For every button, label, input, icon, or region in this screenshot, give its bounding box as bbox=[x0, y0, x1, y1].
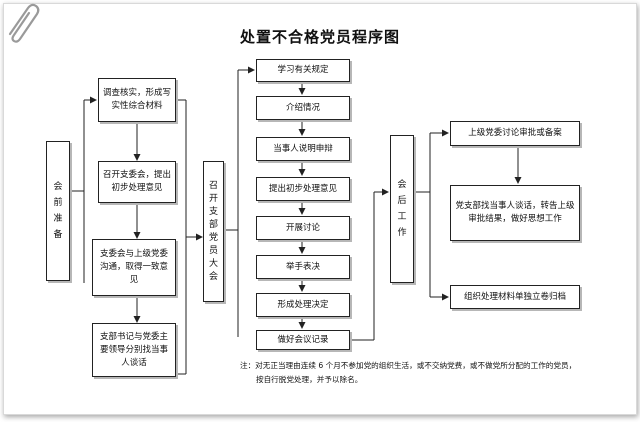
meeting-step-7: 形成处理决定 bbox=[256, 293, 350, 317]
meeting-step-6: 举手表决 bbox=[256, 255, 350, 279]
pre-meeting-char: 会 bbox=[53, 182, 63, 192]
post-step-3: 组织处理材料单独立卷归档 bbox=[450, 285, 580, 309]
pre-meeting-label: 会 前 准 备 bbox=[46, 141, 70, 281]
meeting-label-char: 支 bbox=[208, 206, 218, 217]
pre-step-1: 调查核实，形成写实性综合材料 bbox=[98, 78, 176, 122]
post-meeting-char: 会 bbox=[397, 180, 407, 190]
meeting-step-1: 学习有关规定 bbox=[256, 59, 350, 82]
pre-meeting-char: 前 bbox=[53, 198, 63, 208]
meeting-label-char: 员 bbox=[208, 245, 218, 256]
paperclip-icon bbox=[8, 3, 40, 43]
meeting-label: 召 开 支 部 党 员 大 会 bbox=[203, 161, 224, 302]
meeting-step-4: 提出初步处理意见 bbox=[256, 177, 350, 201]
meeting-step-5: 开展讨论 bbox=[256, 216, 350, 240]
post-meeting-char: 作 bbox=[397, 228, 407, 238]
post-step-2: 党支部找当事人谈话，转告上级审批结果，做好思想工作 bbox=[450, 185, 580, 241]
pre-step-2: 召开支委会，提出初步处理意见 bbox=[98, 161, 176, 203]
meeting-label-char: 大 bbox=[208, 258, 218, 269]
pre-meeting-char: 准 bbox=[53, 214, 63, 224]
post-meeting-char: 工 bbox=[397, 212, 407, 222]
pre-step-4: 支部书记与党委主要领导分别找当事人谈话 bbox=[92, 323, 176, 377]
meeting-step-2: 介绍情况 bbox=[256, 96, 350, 120]
post-meeting-label: 会 后 工 作 bbox=[390, 135, 414, 283]
meeting-step-8: 做好会议记录 bbox=[256, 330, 350, 350]
meeting-label-char: 部 bbox=[208, 219, 218, 230]
pre-meeting-char: 备 bbox=[53, 230, 63, 240]
footnote-line-2: 按自行脱党处理，并予以除名。 bbox=[256, 375, 363, 384]
pre-step-3: 支委会与上级党委沟通，取得一致意见 bbox=[92, 239, 176, 296]
meeting-label-char: 会 bbox=[208, 271, 218, 282]
post-step-1: 上级党委讨论审批或备案 bbox=[450, 121, 580, 146]
footnote-line-1: 注：对无正当理由连续 6 个月不参加党的组织生活，或不交纳党费，或不做党所分配的… bbox=[240, 361, 577, 370]
footnote: 注：对无正当理由连续 6 个月不参加党的组织生活，或不交纳党费，或不做党所分配的… bbox=[240, 359, 630, 387]
meeting-label-char: 开 bbox=[208, 193, 218, 204]
post-meeting-char: 后 bbox=[397, 196, 407, 206]
meeting-step-3: 当事人说明申辩 bbox=[256, 137, 350, 161]
page-title: 处置不合格党员程序图 bbox=[239, 28, 400, 46]
meeting-label-char: 党 bbox=[208, 232, 218, 243]
meeting-label-char: 召 bbox=[208, 180, 218, 191]
